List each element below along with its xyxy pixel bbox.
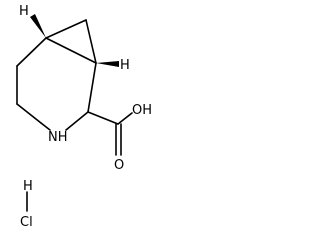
label-carbonyl-o: O (114, 158, 124, 173)
bond-c3-c4 (16, 103, 42, 124)
bond-c1-c2 (16, 37, 47, 67)
bond-n-c5 (65, 111, 89, 131)
bond-cyclopropane-base (45, 37, 97, 64)
molecule-structure: H H NH OH O H Cl (16, 4, 152, 230)
wedge-bond-left-h (30, 14, 46, 38)
bond-c4-n (40, 122, 51, 131)
label-h-top-left: H (19, 4, 29, 19)
label-nh: NH (48, 130, 68, 145)
label-h-top-right: H (120, 58, 130, 73)
label-oh: OH (132, 103, 152, 118)
bond-cyclopropane-apex-right (85, 19, 97, 64)
label-hcl-cl: Cl (20, 215, 33, 230)
bond-carboxyl-oh (117, 112, 133, 125)
bond-c5-c6 (87, 62, 97, 113)
wedge-bond-right-h (96, 61, 119, 67)
bond-cyclopropane-left-apex (45, 19, 87, 39)
label-hcl-h: H (23, 179, 33, 194)
bond-c5-carboxyl (87, 111, 119, 125)
